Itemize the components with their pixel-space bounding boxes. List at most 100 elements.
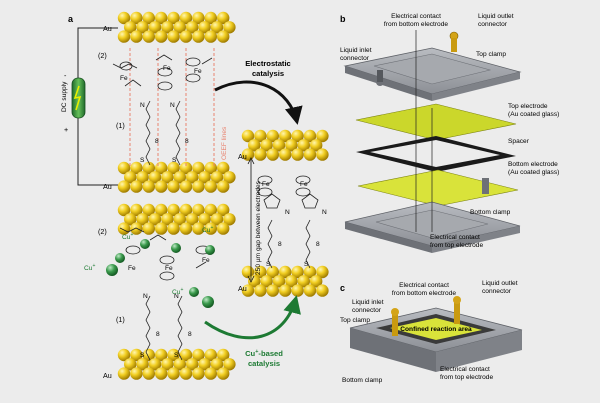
fe-label-6: Fe [202, 257, 210, 264]
c-contact-top-1: Electrical contact [440, 366, 490, 373]
fe-label-1: Fe [120, 75, 128, 82]
fe-label-2: Fe [163, 65, 171, 72]
cu-ion-3 [140, 239, 150, 249]
molecule-2-label-top: (2) [98, 51, 107, 60]
molecules-top [112, 54, 319, 361]
dc-minus: - [64, 71, 67, 80]
cu-ion-7 [202, 296, 214, 308]
fe-label-5: Fe [165, 265, 173, 272]
oeef-label: OEEF lines [221, 126, 228, 160]
c-contact-top-2: from top electrode [440, 374, 493, 381]
c-inlet-1: Liquid inlet [352, 299, 384, 306]
fe-label-8: Fe [300, 181, 308, 188]
chain-label-2: 8 [185, 138, 189, 145]
n-label-3: N [143, 293, 148, 300]
panel-b-device [343, 30, 522, 253]
b-contact-bottom-1: Electrical contact [391, 13, 441, 20]
n-label-6: N [322, 209, 327, 216]
au-slab-bottom [117, 348, 236, 380]
c-contact-bottom-2: from bottom electrode [392, 290, 456, 297]
cu-label-2: Cu+ [84, 263, 95, 272]
c-top-clamp: Top clamp [340, 317, 370, 324]
c-bottom-clamp: Bottom clamp [342, 377, 383, 384]
au-slab-bottom-upper [117, 203, 236, 235]
s-label-3: S [140, 352, 145, 359]
b-outlet-1: Liquid outlet [478, 13, 514, 20]
s-label-1: S [140, 157, 145, 164]
au-slab-top [117, 11, 236, 43]
panel-c-device [349, 296, 523, 372]
au-slab-top-lower [117, 161, 236, 193]
cu-label-3: Cu+ [202, 225, 213, 234]
cu-label-4: Cu+ [172, 287, 183, 296]
dc-supply-label: DC supply [61, 81, 68, 112]
oeef-lines [129, 48, 215, 168]
s-label-5: S [266, 261, 271, 268]
chain-label-3: 8 [156, 331, 160, 338]
n-label-4: N [174, 293, 179, 300]
b-outlet-2: connector [478, 21, 508, 28]
n-label-1: N [140, 102, 145, 109]
fe-label-3: Fe [194, 68, 202, 75]
b-inlet-2: connector [340, 55, 370, 62]
b-inlet-1: Liquid inlet [340, 47, 372, 54]
b-bottom-clamp: Bottom clamp [470, 209, 511, 216]
au-label-mid1: Au [238, 152, 247, 161]
bottom-electrode-shape [357, 169, 519, 207]
au-label-bottom: Au [103, 371, 112, 380]
chain-label-6: 8 [316, 241, 320, 248]
cu-ion-5 [205, 245, 215, 255]
cu-ion-4 [171, 243, 181, 253]
b-contact-bottom-2: from bottom electrode [384, 21, 448, 28]
panel-b-labels: Electrical contact from bottom electrode… [340, 13, 559, 249]
n-label-2: N [170, 102, 175, 109]
dc-circuit [71, 27, 118, 186]
cu-catalysis-label-2: catalysis [248, 359, 280, 368]
b-bottom-electrode-2: (Au coated glass) [508, 169, 559, 176]
b-top-electrode-1: Top electrode [508, 103, 548, 110]
copper-ions [106, 239, 215, 308]
lightning-icon [73, 85, 82, 111]
molecule-2-label-bottom: (2) [98, 227, 107, 236]
chain-label-4: 8 [188, 331, 192, 338]
molecule-1-label-bottom: (1) [116, 315, 125, 324]
b-contact-top-2: from top electrode [430, 242, 483, 249]
electrostatic-arrow [214, 80, 303, 125]
b-contact-top-1: Electrical contact [430, 234, 480, 241]
cu-label-1: Cu+ [122, 232, 133, 241]
gap-label: 250 µm gap between electrodes [255, 180, 262, 275]
b-top-electrode-2: (Au coated glass) [508, 111, 559, 118]
b-top-clamp: Top clamp [476, 51, 506, 58]
top-electrode-shape [355, 103, 517, 141]
s-label-2: S [172, 157, 177, 164]
gold-electrodes [117, 11, 329, 380]
panel-c-labels: Electrical contact from bottom electrode… [340, 280, 518, 384]
s-label-6: S [304, 261, 309, 268]
panel-a-letter: a [68, 14, 74, 24]
panel-c-letter: c [340, 283, 345, 293]
n-label-5: N [285, 209, 290, 216]
fe-label-7: Fe [262, 181, 270, 188]
cu-ion-6 [189, 287, 199, 297]
au-label-top1: Au [103, 24, 112, 33]
fe-label-4: Fe [128, 265, 136, 272]
b-bottom-electrode-1: Bottom electrode [508, 161, 558, 168]
outlet-connector-icon-c [454, 300, 460, 324]
c-inlet-2: connector [352, 307, 382, 314]
cu-catalysis-label-1: Cu+-based [245, 349, 283, 358]
s-label-4: S [174, 352, 179, 359]
c-reaction-area: Confined reaction area [400, 326, 472, 333]
electrostatic-label-2: catalysis [252, 69, 284, 78]
cu-ion-2 [115, 253, 125, 263]
au-slab-product-top [241, 129, 329, 161]
molecule-1-label-top: (1) [116, 121, 125, 130]
reaction-area-shape [390, 318, 482, 340]
c-outlet-1: Liquid outlet [482, 280, 518, 287]
chain-label-5: 8 [278, 241, 282, 248]
au-label-top2: Au [103, 182, 112, 191]
chain-label-1: 8 [155, 138, 159, 145]
cu-ion-1 [106, 264, 118, 276]
electrostatic-label-1: Electrostatic [245, 59, 291, 68]
cu-catalysis-arrow [204, 295, 301, 340]
